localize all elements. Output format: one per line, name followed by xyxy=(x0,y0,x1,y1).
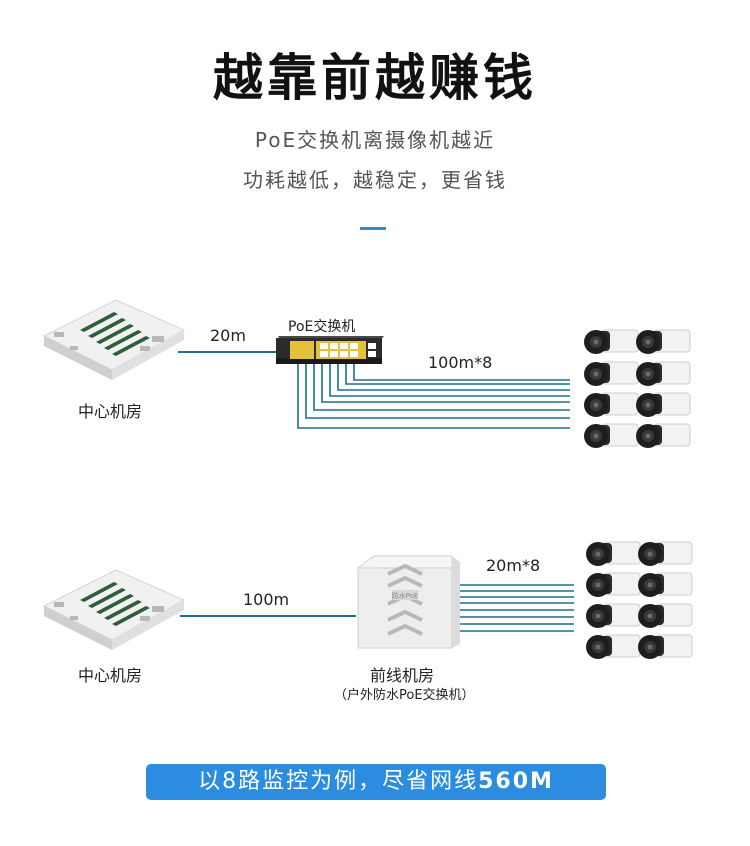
bottom-camera-array xyxy=(585,541,693,660)
bottom-room-label: 中心机房 xyxy=(78,666,143,685)
page-title: 越靠前越赚钱 xyxy=(213,49,537,107)
poe-switch-device xyxy=(276,336,384,364)
top-room-illustration xyxy=(43,299,185,381)
top-camera-array xyxy=(583,329,691,449)
bottom-camera-links xyxy=(460,584,574,632)
subtitle-line1: PoE交换机离摄像机越近 xyxy=(254,128,496,152)
banner-text: 以8路监控为例，尽省网线 xyxy=(198,769,479,794)
bottom-room-illustration xyxy=(43,569,185,651)
switch-label: PoE交换机 xyxy=(288,319,356,335)
accent-divider xyxy=(360,227,386,230)
box-badge-text: 防水PoE xyxy=(392,591,419,600)
box-label: 前线机房 xyxy=(370,666,435,685)
top-link-label: 20m xyxy=(210,326,246,345)
box-sublabel: （户外防水PoE交换机） xyxy=(334,688,475,703)
top-room-label: 中心机房 xyxy=(78,402,143,421)
subtitle-line2: 功耗越低，越稳定，更省钱 xyxy=(243,168,507,192)
savings-banner: 以8路监控为例，尽省网线560M xyxy=(146,764,606,800)
outdoor-switch-box: 防水PoE xyxy=(356,555,460,649)
top-camera-links xyxy=(297,364,570,429)
top-camera-link-label: 100m*8 xyxy=(428,353,493,372)
bottom-link-label: 100m xyxy=(243,590,290,609)
banner-highlight: 560M xyxy=(478,769,554,794)
bottom-camera-link-label: 20m*8 xyxy=(486,556,541,575)
